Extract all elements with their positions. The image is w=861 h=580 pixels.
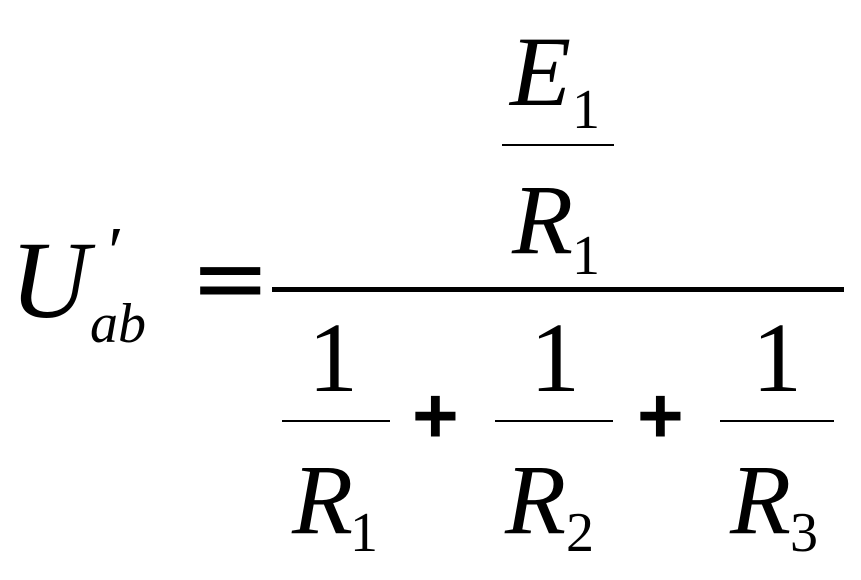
lhs-prime: ′: [104, 214, 120, 291]
term-3-fraction-bar: [720, 420, 834, 422]
equals-sign: =: [190, 222, 271, 334]
term-3-subscript: 3: [790, 502, 818, 564]
lhs-symbol: U: [10, 219, 90, 341]
numerator-bottom-subscript: 1: [572, 225, 600, 287]
term-2-subscript: 2: [566, 502, 594, 564]
term-1-numerator: 1: [308, 302, 358, 413]
numerator-bottom-symbol: R: [512, 164, 574, 275]
term-1-subscript: 1: [350, 502, 378, 564]
term-3-numerator: 1: [752, 302, 802, 413]
term-1-fraction-bar: [282, 420, 390, 422]
term-2-fraction-bar: [495, 420, 613, 422]
plus-operator-2: +: [637, 371, 684, 460]
term-2-symbol: R: [505, 444, 567, 555]
term-2-numerator: 1: [530, 302, 580, 413]
lhs-subscript: ab: [90, 293, 146, 355]
numerator-fraction-bar: [502, 144, 614, 146]
term-1-symbol: R: [292, 444, 354, 555]
plus-operator-1: +: [412, 371, 459, 460]
term-3-symbol: R: [730, 444, 792, 555]
numerator-top-symbol: E: [510, 16, 572, 127]
main-fraction-bar: [272, 287, 844, 292]
numerator-top-subscript: 1: [572, 79, 600, 141]
